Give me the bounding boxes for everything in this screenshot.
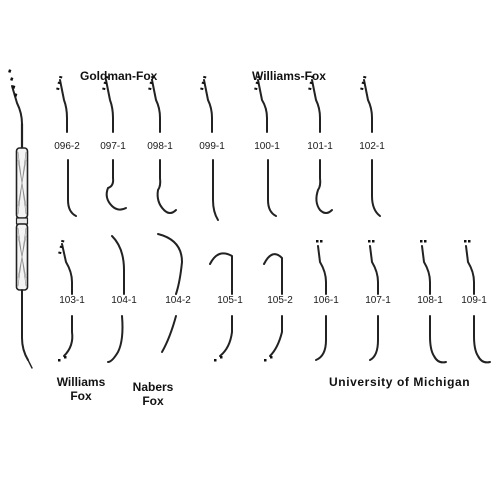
group-label-williams-fox: Williams-Fox: [252, 69, 326, 83]
bottom-row-graduations: [58, 239, 471, 255]
part-number-105-1: 105-1: [217, 295, 243, 306]
part-number-104-2: 104-2: [165, 295, 191, 306]
top-row-upper-tips: [59, 79, 373, 133]
part-number-100-1: 100-1: [254, 141, 280, 152]
group-label-line: Fox: [70, 389, 92, 403]
part-number-104-1: 104-1: [111, 295, 137, 306]
part-number-103-1: 103-1: [59, 295, 85, 306]
group-label-williams-fox-bottom: Williams Fox: [56, 375, 106, 403]
part-number-108-1: 108-1: [417, 295, 443, 306]
part-number-107-1: 107-1: [365, 295, 391, 306]
bottom-row-upper-tips: [61, 233, 475, 295]
full-probe-drawing: [8, 69, 33, 369]
bottom-row-lower-graduations: [58, 356, 273, 362]
part-number-109-1: 109-1: [461, 295, 487, 306]
part-number-101-1: 101-1: [307, 141, 333, 152]
group-label-goldman-fox: Goldman-Fox: [80, 69, 158, 83]
credit-university-of-michigan: University of Michigan: [329, 375, 471, 389]
part-number-099-1: 099-1: [199, 141, 225, 152]
part-number-105-2: 105-2: [267, 295, 293, 306]
bottom-row-lower-tips: [63, 315, 491, 364]
part-number-098-1: 098-1: [147, 141, 173, 152]
group-label-line: Fox: [142, 394, 164, 408]
top-row-lower-tips: [67, 159, 381, 221]
part-number-097-1: 097-1: [100, 141, 126, 152]
group-label-line: Williams: [56, 375, 106, 389]
part-number-106-1: 106-1: [313, 295, 339, 306]
group-label-line: Nabers: [132, 380, 174, 394]
group-label-nabers-fox: Nabers Fox: [128, 380, 178, 408]
part-number-102-1: 102-1: [359, 141, 385, 152]
top-row-graduations: [56, 75, 367, 91]
part-number-096-2: 096-2: [54, 141, 80, 152]
